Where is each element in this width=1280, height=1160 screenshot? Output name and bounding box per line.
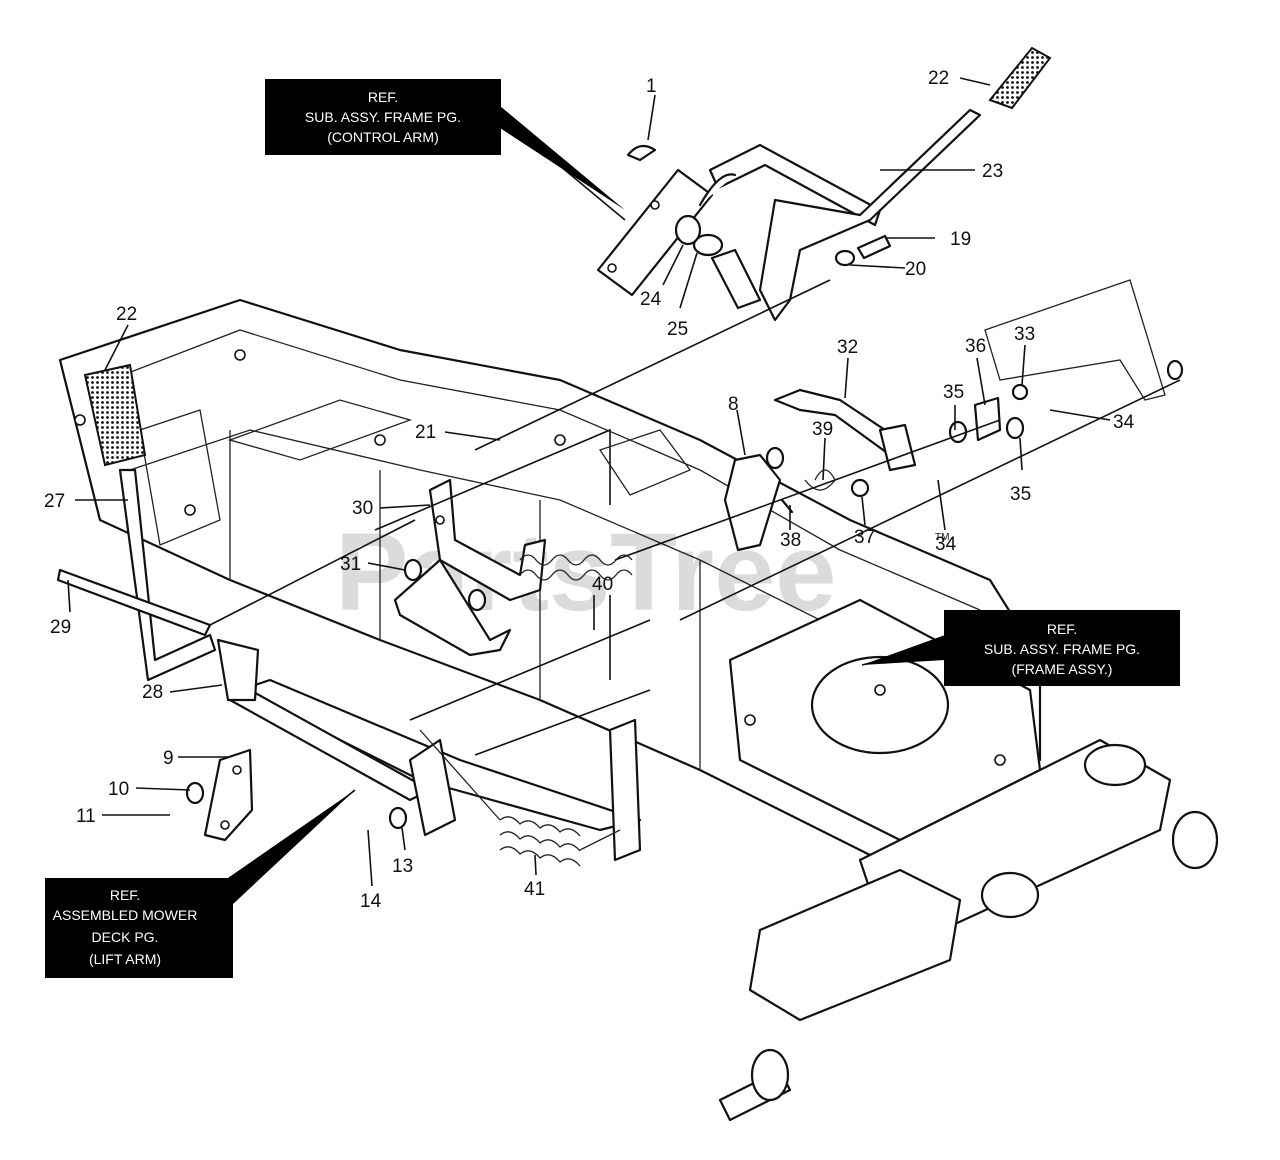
ref-box-lift-arm: REF. ASSEMBLED MOWER DECK PG. (LIFT ARM) bbox=[45, 790, 355, 978]
callout-32: 32 bbox=[837, 337, 858, 358]
callout-22-top: 22 bbox=[928, 68, 949, 89]
bracket-9 bbox=[185, 748, 408, 842]
ref-control-arm-line-2: SUB. ASSY. FRAME PG. bbox=[305, 109, 461, 125]
ref-control-arm-line-3: (CONTROL ARM) bbox=[327, 129, 438, 145]
callout-8: 8 bbox=[728, 394, 739, 415]
ref-lift-arm-line-4: (LIFT ARM) bbox=[89, 951, 161, 967]
ref-lift-arm-line-2: ASSEMBLED MOWER bbox=[53, 907, 198, 923]
callout-34-center: 34 bbox=[935, 534, 957, 555]
callout-33: 33 bbox=[1014, 324, 1035, 345]
callout-29: 29 bbox=[50, 617, 71, 638]
callout-23: 23 bbox=[982, 161, 1003, 182]
callout-10: 10 bbox=[108, 779, 129, 800]
ref-control-arm-line-1: REF. bbox=[368, 89, 398, 105]
ref-lift-arm-line-3: DECK PG. bbox=[92, 929, 159, 945]
callout-28: 28 bbox=[142, 682, 163, 703]
callout-13: 13 bbox=[392, 856, 413, 877]
callout-24: 24 bbox=[640, 289, 662, 310]
spring-40 bbox=[519, 554, 633, 581]
ref-lift-arm-line-1: REF. bbox=[110, 887, 140, 903]
callout-30: 30 bbox=[352, 498, 373, 519]
ref-box-control-arm: REF. SUB. ASSY. FRAME PG. (CONTROL ARM) bbox=[265, 79, 625, 210]
ref-frame-assy-line-2: SUB. ASSY. FRAME PG. bbox=[984, 641, 1140, 657]
callout-34-right: 34 bbox=[1113, 412, 1135, 433]
right-linkage bbox=[723, 359, 1184, 552]
control-arm-assembly bbox=[596, 108, 982, 322]
callout-36: 36 bbox=[965, 336, 986, 357]
callout-37: 37 bbox=[854, 527, 875, 548]
callout-25: 25 bbox=[667, 319, 688, 340]
callout-38: 38 bbox=[780, 530, 801, 551]
callout-19: 19 bbox=[950, 229, 971, 250]
callout-14: 14 bbox=[360, 891, 382, 912]
left-lever bbox=[56, 468, 260, 702]
callout-39: 39 bbox=[812, 419, 833, 440]
callout-22-left: 22 bbox=[116, 304, 137, 325]
callout-20: 20 bbox=[905, 259, 926, 280]
callout-27: 27 bbox=[44, 491, 65, 512]
ref-frame-assy-line-1: REF. bbox=[1047, 621, 1077, 637]
callout-35-upper: 35 bbox=[943, 382, 964, 403]
callout-41: 41 bbox=[524, 879, 545, 900]
callouts: 1 22 23 19 20 24 25 22 32 36 33 8 39 35 … bbox=[44, 68, 1135, 912]
callout-11: 11 bbox=[76, 806, 96, 827]
spring-41 bbox=[419, 729, 621, 867]
callout-9: 9 bbox=[163, 748, 174, 769]
ref-frame-assy-line-3: (FRAME ASSY.) bbox=[1012, 661, 1113, 677]
callout-21: 21 bbox=[415, 422, 436, 443]
watermark-tm: TM bbox=[935, 532, 949, 543]
callout-1: 1 bbox=[646, 76, 657, 97]
callout-31: 31 bbox=[340, 554, 361, 575]
grip-left bbox=[83, 363, 147, 467]
callout-35-lower: 35 bbox=[1010, 484, 1031, 505]
lift-tube bbox=[228, 678, 642, 862]
ref-box-frame-assy: REF. SUB. ASSY. FRAME PG. (FRAME ASSY.) bbox=[862, 610, 1180, 686]
grip-top bbox=[988, 46, 1052, 110]
callout-40: 40 bbox=[592, 574, 613, 595]
bracket-30 bbox=[393, 478, 547, 657]
